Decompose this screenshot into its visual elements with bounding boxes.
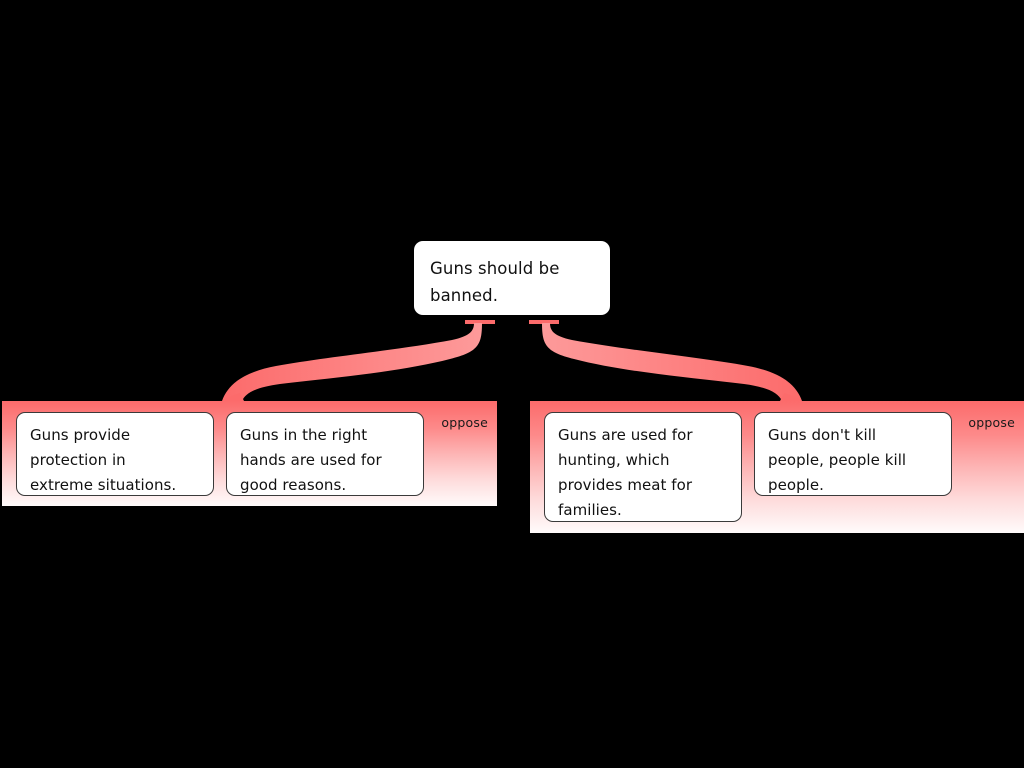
root-claim-text: Guns should be banned. [430, 259, 560, 305]
reason-card-text: Guns provide protection in extreme situa… [30, 426, 177, 494]
reason-card[interactable]: Guns are used for hunting, which provide… [544, 412, 742, 522]
reason-card[interactable]: Guns in the right hands are used for goo… [226, 412, 424, 496]
connector-curve-right [542, 323, 802, 401]
reason-card[interactable]: Guns don't kill people, people kill peop… [754, 412, 952, 496]
reason-card[interactable]: Guns provide protection in extreme situa… [16, 412, 214, 496]
reason-card-text: Guns in the right hands are used for goo… [240, 426, 382, 494]
root-claim-node[interactable]: Guns should be banned. [414, 241, 610, 315]
reason-card-text: Guns don't kill people, people kill peop… [768, 426, 907, 494]
connector-joint-left [222, 393, 244, 401]
relation-label-oppose-right: oppose [968, 415, 1015, 430]
connector-joint-right [780, 393, 802, 401]
argument-group-left[interactable]: oppose Guns provide protection in extrem… [2, 401, 497, 506]
argument-group-right[interactable]: oppose Guns are used for hunting, which … [530, 401, 1024, 533]
relation-label-oppose-left: oppose [441, 415, 488, 430]
reason-card-text: Guns are used for hunting, which provide… [558, 426, 693, 519]
connector-curve-left [222, 323, 482, 401]
